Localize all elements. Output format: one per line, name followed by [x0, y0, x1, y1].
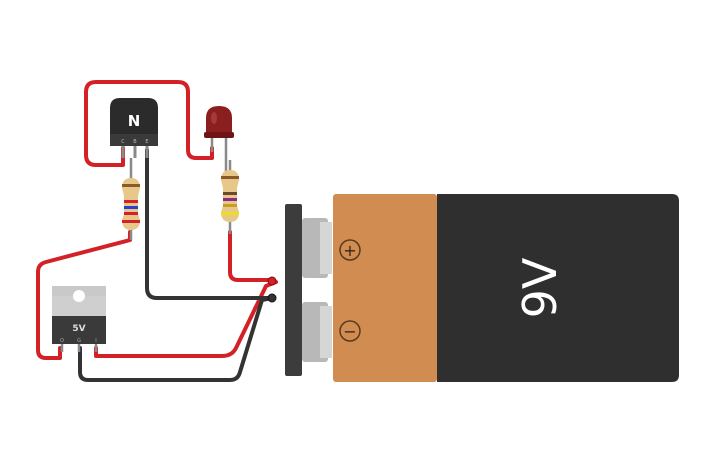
red-wire-base-resistor-to-regulator[interactable]	[36, 230, 132, 360]
wire-endpoint-negative[interactable]	[267, 293, 277, 303]
red-wire-led-to-battery-positive[interactable]	[228, 230, 274, 282]
battery-label: 9V	[513, 257, 567, 318]
regulator-pin-i: I	[95, 338, 96, 344]
battery-9v[interactable]: + − 9V	[285, 194, 679, 382]
red-wire-collector-to-led[interactable]	[84, 80, 214, 167]
transistor-pin-e: E	[145, 139, 148, 145]
transistor-pin-c: C	[121, 139, 125, 145]
battery-minus-text: −	[343, 322, 356, 341]
red-wire-regulator-to-battery[interactable]	[94, 280, 278, 358]
npn-transistor[interactable]: N C B E	[110, 98, 158, 158]
regulator-label: 5V	[72, 324, 85, 334]
voltage-regulator[interactable]: 5V O G I	[52, 286, 106, 352]
battery-plus-text: +	[343, 241, 356, 260]
led-resistor[interactable]	[221, 160, 239, 234]
regulator-pin-o: O	[60, 338, 64, 344]
black-wire-emitter-to-battery-negative[interactable]	[145, 148, 274, 300]
base-resistor[interactable]	[122, 158, 140, 240]
black-wire-ground-to-battery-negative[interactable]	[78, 296, 274, 382]
transistor-pin-b: B	[133, 139, 137, 145]
regulator-pin-g: G	[77, 338, 81, 344]
red-led[interactable]	[204, 106, 234, 176]
battery-positive-symbol	[339, 239, 361, 261]
battery-negative-symbol	[339, 320, 361, 342]
transistor-label: N	[128, 112, 141, 130]
wire-endpoint-positive[interactable]	[267, 276, 277, 286]
